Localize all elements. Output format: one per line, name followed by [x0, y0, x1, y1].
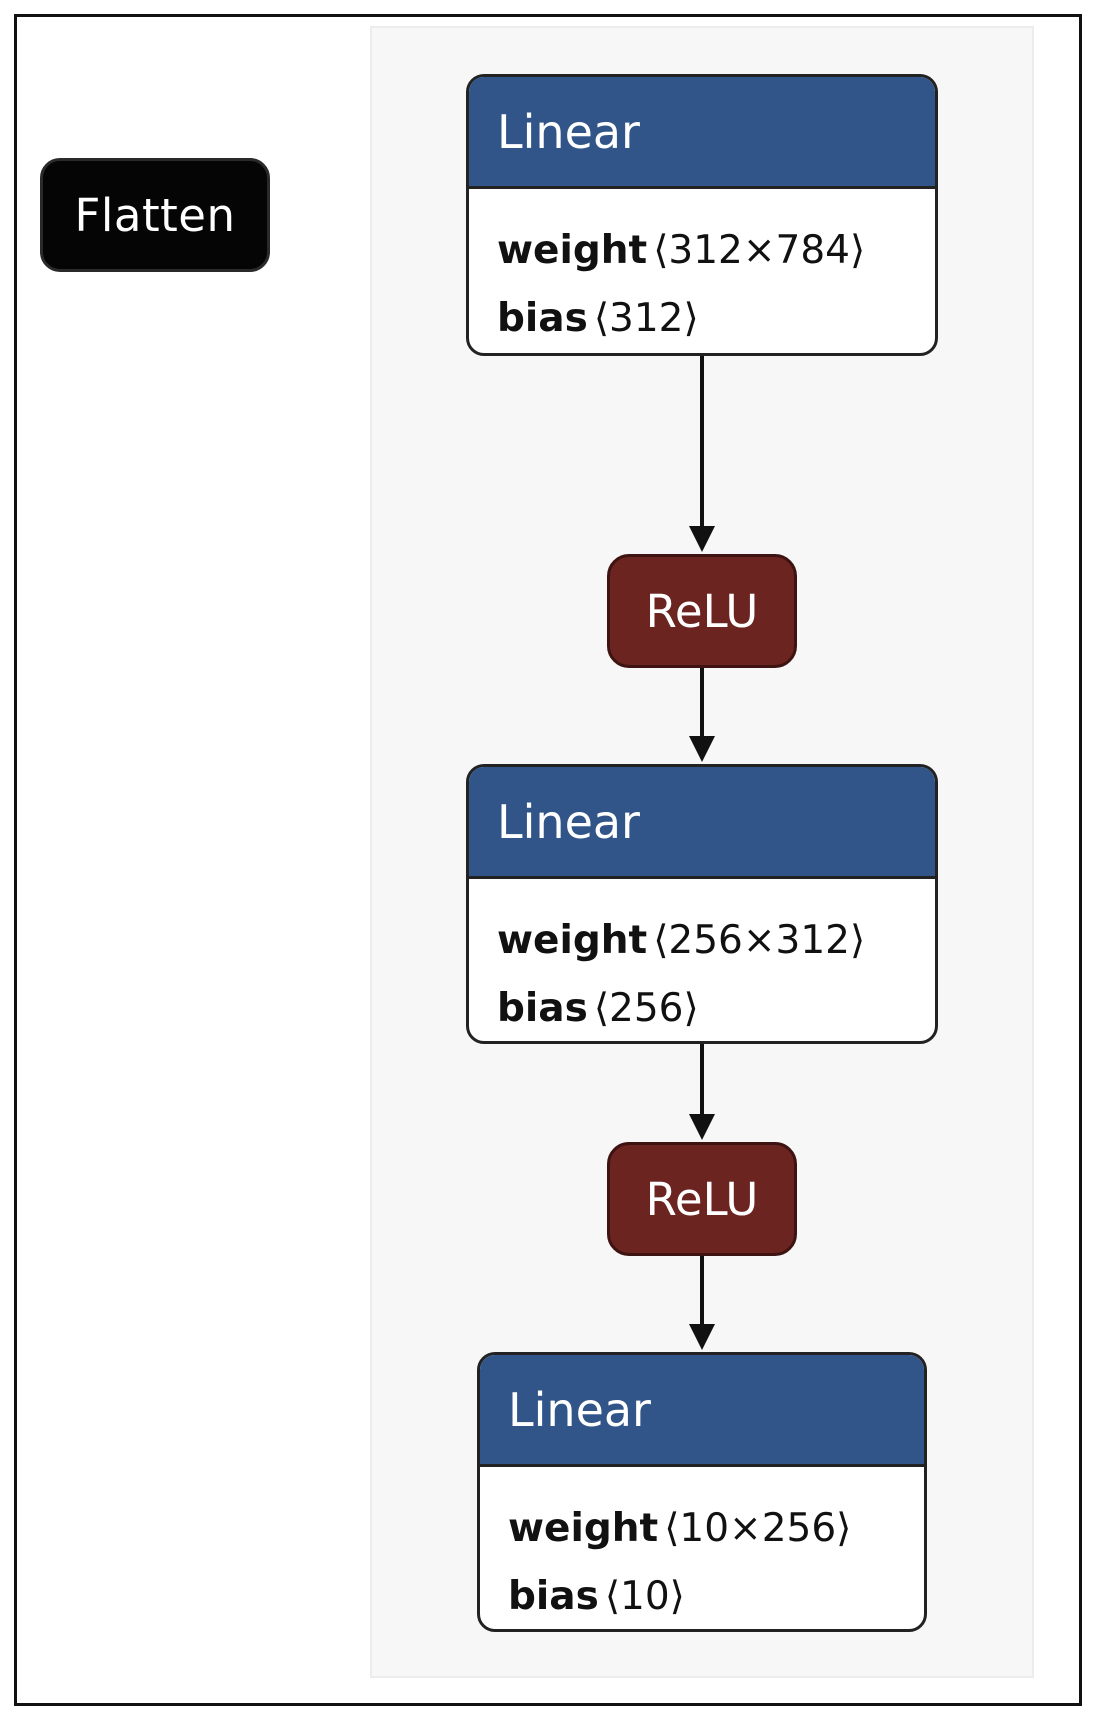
param-shape: ⟨312×784⟩: [653, 228, 866, 273]
relu-node-2[interactable]: ReLU: [607, 1142, 797, 1256]
linear-node-1[interactable]: Linear weight⟨312×784⟩ bias⟨312⟩: [466, 74, 938, 356]
param-name: weight: [497, 918, 648, 963]
linear-node-2[interactable]: Linear weight⟨256×312⟩ bias⟨256⟩: [466, 764, 938, 1044]
linear-node-3-header: Linear: [480, 1355, 924, 1467]
linear-node-3-params: weight⟨10×256⟩ bias⟨10⟩: [480, 1467, 924, 1629]
linear-node-2-params: weight⟨256×312⟩ bias⟨256⟩: [469, 879, 935, 1041]
param-row-weight: weight⟨256×312⟩: [497, 907, 935, 975]
param-name: bias: [508, 1574, 599, 1619]
param-name: bias: [497, 986, 588, 1031]
param-shape: ⟨10×256⟩: [664, 1506, 852, 1551]
param-row-bias: bias⟨312⟩: [497, 285, 935, 353]
param-shape: ⟨10⟩: [604, 1574, 685, 1619]
param-shape: ⟨256⟩: [593, 986, 699, 1031]
relu-node-2-label: ReLU: [645, 1172, 759, 1226]
linear-node-3[interactable]: Linear weight⟨10×256⟩ bias⟨10⟩: [477, 1352, 927, 1632]
linear-node-2-title: Linear: [497, 794, 640, 849]
param-name: weight: [508, 1506, 659, 1551]
relu-node-1[interactable]: ReLU: [607, 554, 797, 668]
param-shape: ⟨256×312⟩: [653, 918, 866, 963]
param-row-bias: bias⟨256⟩: [497, 975, 935, 1041]
param-name: bias: [497, 296, 588, 341]
flatten-node[interactable]: Flatten: [40, 158, 270, 272]
param-row-bias: bias⟨10⟩: [508, 1563, 924, 1629]
linear-node-3-title: Linear: [508, 1382, 651, 1437]
linear-node-2-header: Linear: [469, 767, 935, 879]
param-row-weight: weight⟨312×784⟩: [497, 217, 935, 285]
param-name: weight: [497, 228, 648, 273]
flatten-label: Flatten: [74, 188, 236, 242]
relu-node-1-label: ReLU: [645, 584, 759, 638]
linear-node-1-header: Linear: [469, 77, 935, 189]
linear-node-1-title: Linear: [497, 104, 640, 159]
param-row-weight: weight⟨10×256⟩: [508, 1495, 924, 1563]
linear-node-1-params: weight⟨312×784⟩ bias⟨312⟩: [469, 189, 935, 353]
param-shape: ⟨312⟩: [593, 296, 699, 341]
